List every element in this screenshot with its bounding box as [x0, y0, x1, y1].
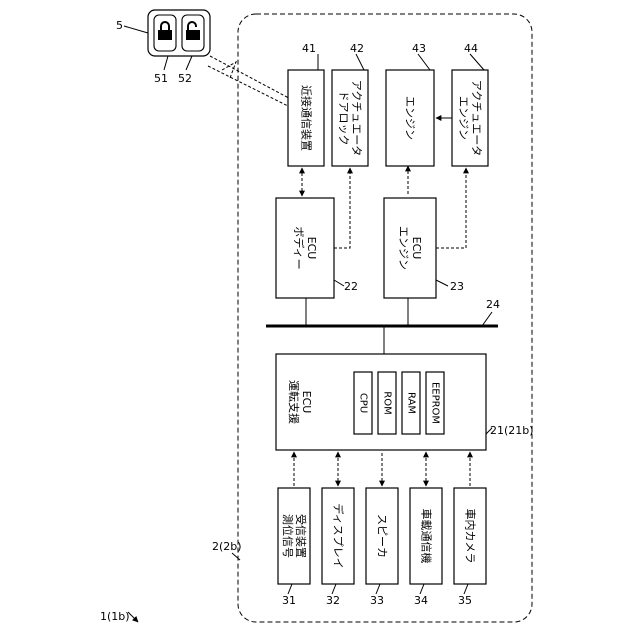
svg-text:受信装置: 受信装置: [294, 514, 307, 558]
svg-text:エンジン: エンジン: [457, 96, 470, 140]
device-label-32: ディスプレイ: [332, 503, 346, 568]
unlock-button-label: 52: [178, 72, 192, 85]
svg-text:車載通信機: 車載通信機: [420, 509, 434, 564]
svg-text:ROM: ROM: [382, 391, 393, 414]
top-box-label-42: ドアロックアクチュエータ: [337, 80, 363, 156]
svg-text:エンジン: エンジン: [397, 226, 410, 270]
vehicle-label: 2(2b): [212, 540, 242, 553]
ref-35: 35: [458, 594, 472, 607]
svg-text:ECU: ECU: [300, 391, 313, 414]
ref-44: 44: [464, 42, 478, 55]
device-label-33: スピーカ: [376, 514, 389, 558]
svg-text:アクチュエータ: アクチュエータ: [470, 80, 483, 156]
svg-text:ディスプレイ: ディスプレイ: [332, 503, 346, 568]
lock-button-label: 51: [154, 72, 168, 85]
svg-text:ECU: ECU: [410, 237, 423, 260]
svg-text:スピーカ: スピーカ: [376, 514, 389, 558]
ref-22: 22: [344, 280, 358, 293]
device-label-31: 測位信号受信装置: [281, 514, 307, 558]
ref-42: 42: [350, 42, 364, 55]
ecu-part-eeprom-label: EEPROM: [430, 382, 441, 424]
ref-41: 41: [302, 42, 316, 55]
svg-text:運転支援: 運転支援: [287, 380, 301, 424]
ref-32: 32: [326, 594, 340, 607]
ecu-part-rom-label: ROM: [382, 391, 393, 414]
svg-text:RAM: RAM: [406, 392, 417, 414]
ref-23: 23: [450, 280, 464, 293]
svg-text:ドアロック: ドアロック: [337, 91, 350, 146]
svg-text:エンジン: エンジン: [404, 96, 417, 140]
ref-34: 34: [414, 594, 428, 607]
ecu-part-ram-label: RAM: [406, 392, 417, 414]
svg-text:CPU: CPU: [358, 393, 369, 413]
svg-text:測位信号: 測位信号: [281, 514, 295, 558]
ref-43: 43: [412, 42, 426, 55]
ecu-part-cpu-label: CPU: [358, 393, 369, 413]
svg-text:車内カメラ: 車内カメラ: [464, 509, 478, 564]
ref-31: 31: [282, 594, 296, 607]
svg-text:EEPROM: EEPROM: [430, 382, 441, 424]
device-label-34: 車載通信機: [420, 509, 434, 564]
svg-text:アクチュエータ: アクチュエータ: [350, 80, 363, 156]
svg-text:近接通信装置: 近接通信装置: [300, 85, 313, 151]
device-label-35: 車内カメラ: [464, 509, 478, 564]
key-fob: [148, 10, 210, 56]
key-label: 5: [116, 19, 123, 32]
ref-21: 21(21b): [490, 424, 534, 437]
system-label: 1(1b): [100, 610, 130, 623]
ref-24: 24: [486, 298, 500, 311]
top-box-label-43: エンジン: [404, 96, 417, 140]
ref-33: 33: [370, 594, 384, 607]
svg-text:ボディー: ボディー: [292, 226, 306, 269]
top-box-label-41: 近接通信装置: [300, 85, 313, 151]
svg-text:ECU: ECU: [305, 237, 318, 260]
